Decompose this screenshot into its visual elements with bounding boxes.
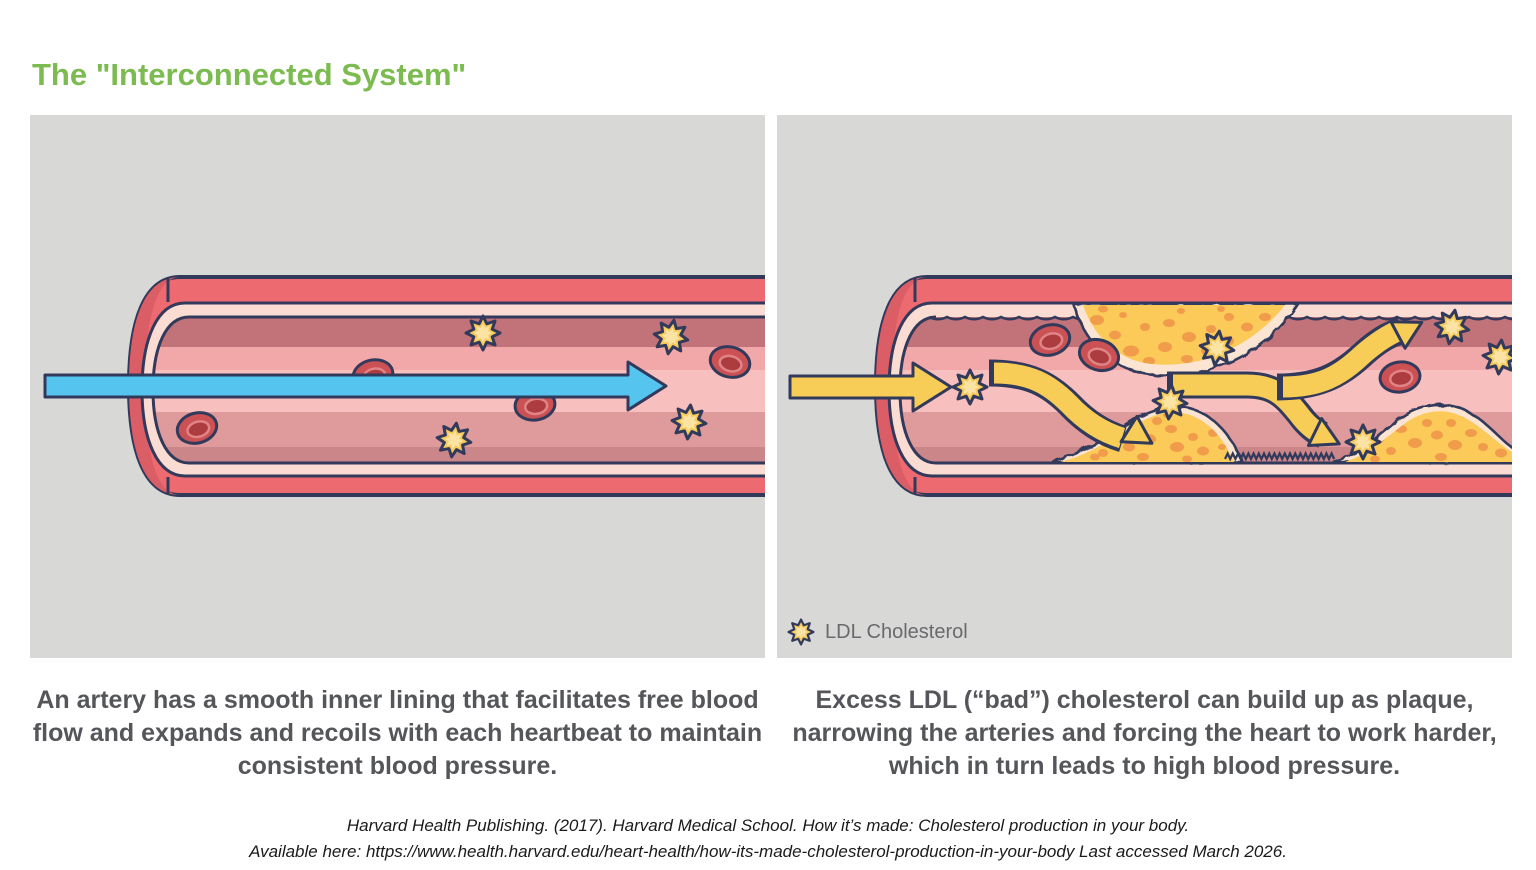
citation-line-1: Harvard Health Publishing. (2017). Harva… — [346, 816, 1190, 835]
ldl-star-icon — [787, 618, 815, 646]
ldl-legend: LDL Cholesterol — [786, 617, 968, 647]
plaque-deposit-top — [1071, 302, 1301, 377]
healthy-artery-panel — [30, 115, 765, 658]
ldl-flow-arrows — [788, 317, 1424, 452]
page-title: The "Interconnected System" — [32, 56, 467, 92]
plaque-deposit-bottom-right — [1332, 403, 1512, 464]
healthy-artery-illustration — [30, 115, 765, 658]
damaged-lining-bottom — [1224, 450, 1336, 462]
healthy-artery-caption: An artery has a smooth inner lining that… — [32, 686, 763, 780]
citation-line-2: Available here: https://www.health.harva… — [249, 842, 1287, 861]
blood-flow-arrow — [43, 360, 668, 412]
blocked-artery-illustration — [777, 115, 1512, 658]
blocked-artery-caption: Excess LDL (“bad”) cholesterol can build… — [792, 686, 1497, 780]
citation: Harvard Health Publishing. (2017). Harva… — [0, 813, 1536, 865]
ldl-legend-label: LDL Cholesterol — [825, 620, 968, 643]
blocked-artery-panel: LDL Cholesterol — [777, 115, 1512, 658]
